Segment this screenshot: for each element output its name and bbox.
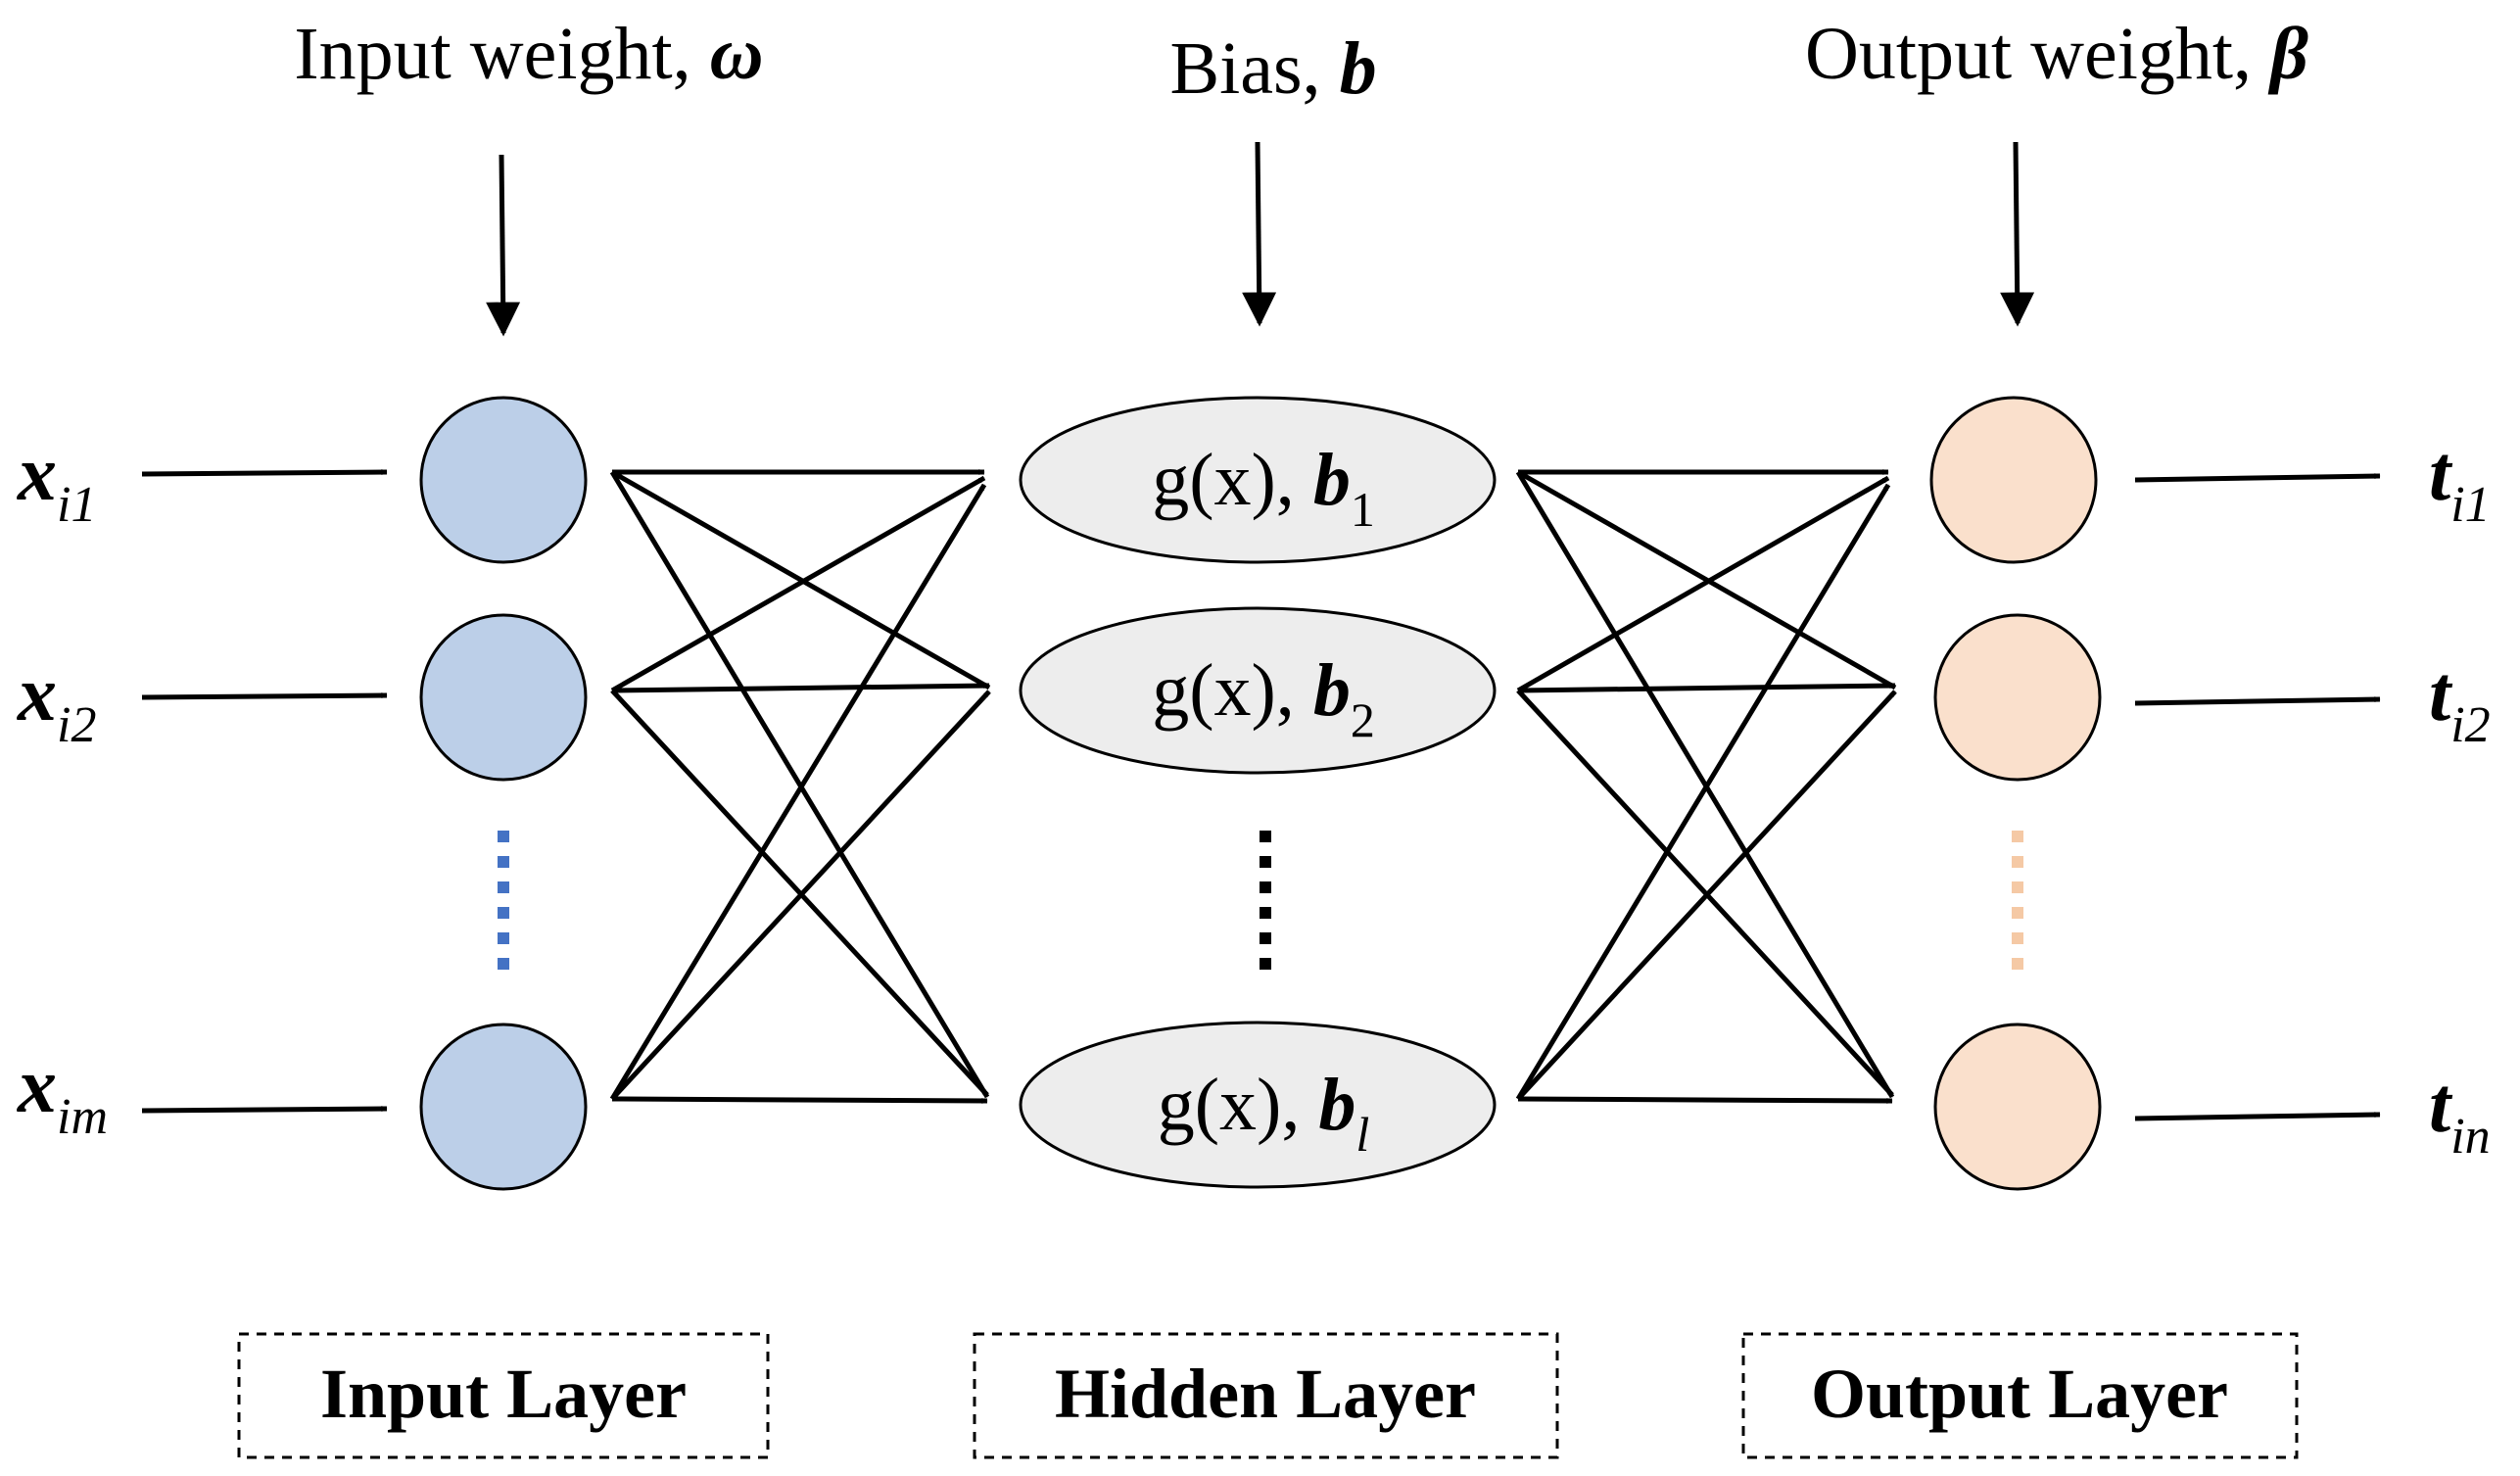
- output-arrow-2: [2134, 696, 2381, 706]
- b-symbol: b: [1340, 27, 1377, 110]
- output-node-2: [1933, 613, 2102, 782]
- input-arrow-3: [141, 1106, 388, 1114]
- output-arrow-1: [2134, 473, 2381, 483]
- output-label-n: tin: [2429, 1063, 2491, 1165]
- bias-text: Bias,: [1169, 27, 1339, 110]
- hidden-label-2: g(x), b2: [1152, 649, 1375, 747]
- edge-h3-out3: [1517, 1096, 1893, 1104]
- input-arrow-2: [141, 692, 388, 700]
- edge-in2-h2: [611, 683, 990, 693]
- input-node-2: [419, 613, 588, 782]
- bias-arrow: [1242, 141, 1277, 327]
- edge-in1-h2: [610, 469, 991, 690]
- output-label-1: ti1: [2429, 431, 2491, 533]
- input-node-m: [419, 1023, 588, 1191]
- omega-symbol: ω: [710, 13, 764, 95]
- edge-in1-h3: [609, 470, 990, 1099]
- edge-h3-out2: [1516, 690, 1897, 1101]
- hidden-output-connections: [1515, 469, 1897, 1104]
- input-layer-label: Input Layer: [320, 1355, 687, 1433]
- input-arrow-1: [141, 469, 388, 477]
- hidden-label-l: g(x), bl: [1158, 1064, 1370, 1162]
- hidden-node-2: [1019, 606, 1497, 775]
- input-node-1: [419, 396, 588, 564]
- input-hidden-connections: [609, 469, 991, 1104]
- input-weight-label: Input weight, ω: [294, 13, 763, 95]
- hidden-node-l: [1019, 1021, 1497, 1189]
- output-label-2: ti2: [2429, 651, 2491, 753]
- edge-h2-out3: [1516, 689, 1894, 1097]
- edge-in3-h3: [611, 1096, 988, 1104]
- input-layer-box: [237, 1332, 770, 1459]
- output-node-1: [1929, 396, 2098, 564]
- edge-h2-out1: [1516, 475, 1890, 693]
- edge-h3-out1: [1515, 483, 1891, 1101]
- edge-in3-h2: [610, 690, 991, 1101]
- input-label-2: xi2: [17, 651, 96, 753]
- edge-in2-h1: [610, 475, 986, 693]
- output-node-n: [1933, 1023, 2102, 1191]
- hidden-label-1: g(x), b1: [1152, 439, 1375, 537]
- output-layer-box: [1741, 1332, 2299, 1459]
- input-weight-arrow: [486, 154, 521, 337]
- bias-label: Bias, b: [1169, 27, 1376, 110]
- input-label-1: xi1: [17, 431, 96, 533]
- hidden-layer-box: [973, 1332, 1559, 1459]
- beta-symbol: β: [2267, 13, 2308, 95]
- output-weight-label: Output weight, β: [1805, 13, 2308, 95]
- hidden-node-1: [1019, 396, 1497, 564]
- edge-in3-h1: [609, 483, 987, 1101]
- output-weight-arrow: [2000, 141, 2035, 327]
- edge-h2-out2: [1517, 683, 1896, 693]
- hidden-layer-label: Hidden Layer: [1055, 1355, 1476, 1433]
- input-label-m: xim: [17, 1043, 108, 1145]
- output-weight-text: Output weight,: [1805, 13, 2270, 95]
- output-layer-label: Output Layer: [1811, 1355, 2228, 1433]
- input-weight-text: Input weight,: [294, 13, 709, 95]
- output-arrow-3: [2134, 1112, 2381, 1121]
